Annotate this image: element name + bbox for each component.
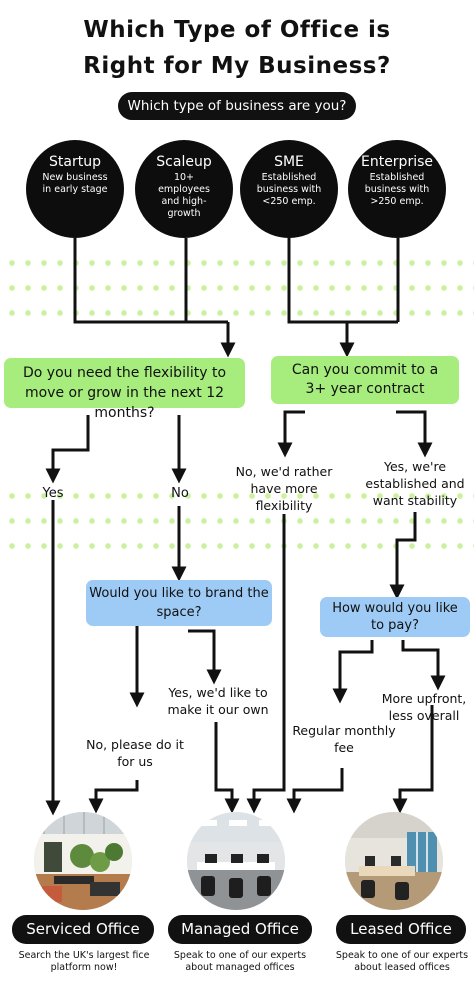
serviced-office-photo [34,812,132,910]
dot-pattern [0,280,474,296]
dot-pattern [0,488,474,504]
answer-yes: Yes [42,486,64,501]
business-scaleup-title: Scaleup [156,154,212,170]
business-enterprise-title: Enterprise [360,154,434,170]
dot-pattern [0,305,474,321]
business-type-question: Which type of business are you? [118,92,356,120]
serviced-office-label: Serviced Office [12,915,154,944]
managed-office-label: Managed Office [168,915,312,944]
answer-brand-no: No, please do it for us [86,737,184,769]
business-startup: Startup New business in early stage [26,140,124,238]
dot-pattern [0,538,474,554]
page-title-line2: Right for My Business? [83,53,391,79]
leased-office-illustration [345,812,443,910]
managed-office-illustration [187,812,285,910]
serviced-office-desc: Search the UK's largest fice platform no… [18,950,150,973]
payment-question: How would you like to pay? [320,597,470,637]
business-startup-title: Startup [49,154,101,170]
page-title-line1: Which Type of Office is [83,17,391,43]
business-enterprise-desc: Established business with >250 emp. [364,172,430,207]
managed-office-photo [187,812,285,910]
leased-office-photo [345,812,443,910]
business-scaleup-desc: 10+ employees and high-growth [158,172,210,219]
dot-pattern [0,255,474,271]
answer-brand-yes: Yes, we'd like to make it our own [167,685,269,717]
business-startup-desc: New business in early stage [42,172,108,195]
dot-pattern [0,513,474,529]
answer-pay-upfront: More upfront, less overall [381,691,467,723]
answer-no: No [171,486,189,501]
contract-question: Can you commit to a 3+ year contract [271,356,459,404]
business-sme-title: SME [274,154,304,170]
flexibility-question: Do you need the flexibility to move or g… [4,358,245,421]
answer-pay-monthly: Regular monthly fee [292,723,396,755]
answer-yes-stability: Yes, we're established and want stabilit… [365,459,465,508]
business-scaleup: Scaleup 10+ employees and high-growth [135,140,233,238]
leased-office-label: Leased Office [336,915,466,944]
business-sme-desc: Established business with <250 emp. [256,172,322,207]
business-sme: SME Established business with <250 emp. [240,140,338,238]
serviced-office-illustration [34,812,132,910]
leased-office-desc: Speak to one of our experts about leased… [335,950,469,973]
business-enterprise: Enterprise Established business with >25… [348,140,446,238]
managed-office-desc: Speak to one of our experts about manage… [173,950,307,973]
answer-no-flexibility: No, we'd rather have more flexibility [235,464,333,513]
brand-question: Would you like to brand the space? [86,580,272,626]
